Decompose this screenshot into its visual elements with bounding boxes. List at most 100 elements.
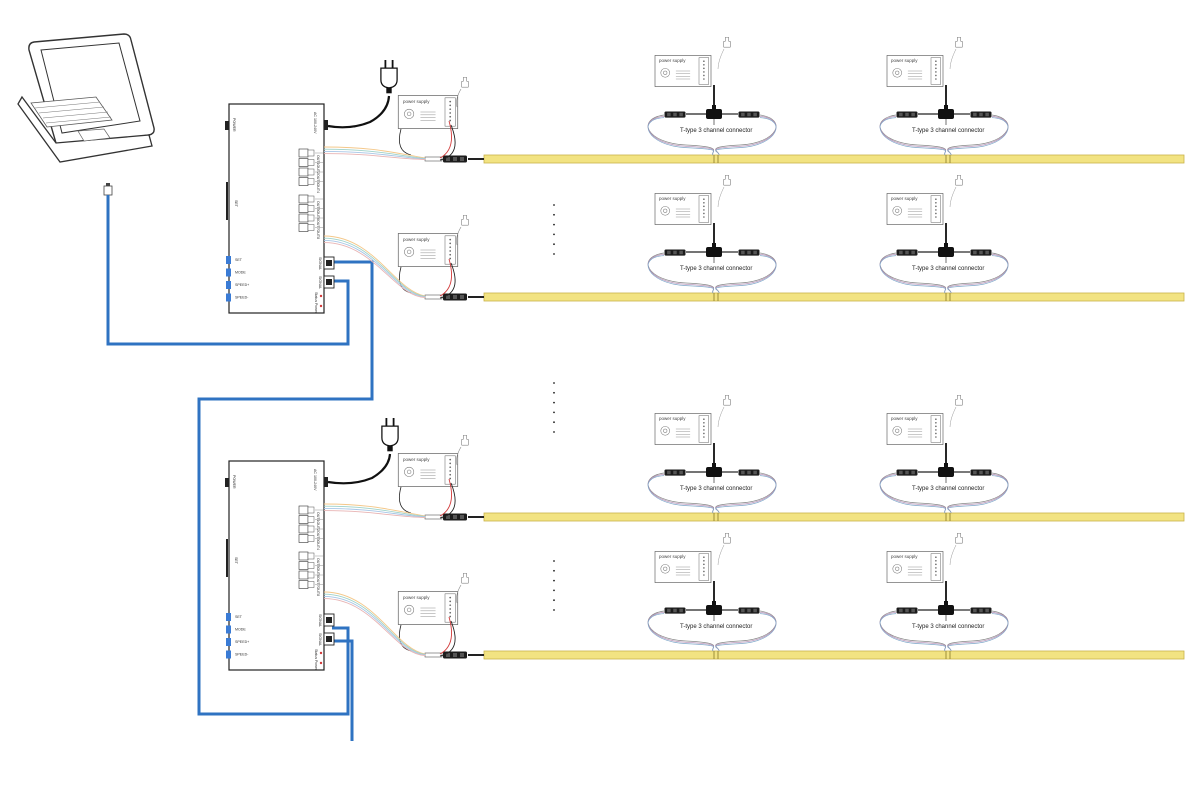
t-connector xyxy=(706,247,722,257)
controllers-layer: AC 100-240VPOWERSETOUT1OUT2OUT3OUT4OUT5O… xyxy=(225,60,400,671)
led-controller: AC 100-240VPOWERSETOUT1OUT2OUT3OUT4OUT5O… xyxy=(225,103,335,314)
t-connector xyxy=(938,605,954,615)
network-plug-icon xyxy=(103,183,113,196)
output-port[interactable] xyxy=(298,570,309,580)
output-port[interactable] xyxy=(298,204,309,213)
continuation-dots xyxy=(553,204,555,611)
output-port[interactable] xyxy=(298,505,309,515)
control-button-label: MODE xyxy=(235,271,246,275)
output-label: OUT7 xyxy=(316,577,320,587)
control-button[interactable] xyxy=(226,650,231,659)
output-port[interactable] xyxy=(298,148,309,158)
output-port[interactable] xyxy=(298,534,309,543)
status-led xyxy=(319,651,323,655)
power-supply: power supply xyxy=(397,573,469,625)
power-supply-label: power supply xyxy=(659,416,686,421)
output-port[interactable] xyxy=(298,580,309,589)
control-button[interactable] xyxy=(226,625,231,634)
power-led-label: Power xyxy=(314,303,318,314)
power-label: POWER xyxy=(232,475,236,489)
t-connector-label: T-type 3 channel connector xyxy=(680,486,752,492)
output-port[interactable] xyxy=(298,194,309,204)
power-supply-label: power supply xyxy=(891,58,918,63)
output-label: OUT1 xyxy=(316,512,320,522)
data-cables xyxy=(106,195,374,741)
t-connector-label: T-type 3 channel connector xyxy=(680,128,752,134)
power-supply-label: power supply xyxy=(659,554,686,559)
power-supply-label: power supply xyxy=(891,554,918,559)
output-label: OUT1 xyxy=(316,155,320,165)
led-strip xyxy=(483,154,1185,164)
ac-socket xyxy=(324,477,328,487)
control-button[interactable] xyxy=(226,268,231,277)
output-label: OUT6 xyxy=(316,568,320,578)
output-label: OUT8 xyxy=(316,587,320,597)
t-connector xyxy=(706,109,722,119)
power-switch[interactable] xyxy=(225,121,229,130)
t-connector xyxy=(938,467,954,477)
strip-connector xyxy=(443,155,467,163)
led-strip xyxy=(483,292,1185,302)
set-label: SET xyxy=(234,557,238,565)
output-port[interactable] xyxy=(298,561,309,570)
signal-port-label: SIGNAL xyxy=(318,257,322,270)
control-button[interactable] xyxy=(226,613,231,621)
t-connector-label: T-type 3 channel connector xyxy=(680,624,752,630)
t-connector xyxy=(938,109,954,119)
output-port[interactable] xyxy=(298,524,309,534)
output-label: OUT4 xyxy=(316,541,320,551)
output-port[interactable] xyxy=(298,213,309,223)
set-label: SET xyxy=(234,200,238,208)
power-supply: power supply xyxy=(397,77,469,129)
strip-connector xyxy=(443,293,467,301)
power-supply: power supply xyxy=(397,435,469,487)
led-strip xyxy=(483,512,1185,522)
output-port[interactable] xyxy=(298,167,309,177)
control-button[interactable] xyxy=(226,293,231,302)
t-connector xyxy=(706,605,722,615)
power-supply-label: power supply xyxy=(891,196,918,201)
power-led xyxy=(319,661,323,665)
output-port[interactable] xyxy=(298,158,309,167)
output-label: OUT5 xyxy=(316,558,320,568)
t-connector xyxy=(938,247,954,257)
ac-plug xyxy=(327,60,399,129)
control-button-label: SPEED+ xyxy=(235,283,249,287)
t-connector-label: T-type 3 channel connector xyxy=(912,624,984,630)
strip-connector xyxy=(443,513,467,521)
status-led-label: Status xyxy=(314,649,318,659)
status-led xyxy=(319,294,323,298)
power-switch[interactable] xyxy=(225,478,229,487)
control-button[interactable] xyxy=(226,281,231,289)
power-supply-label: power supply xyxy=(403,457,430,462)
status-led-label: Status xyxy=(314,292,318,302)
ac-input-label: AC 100-240V xyxy=(313,469,317,491)
ac-socket xyxy=(324,120,328,130)
power-led-label: Power xyxy=(314,660,318,671)
laptop xyxy=(17,33,155,163)
control-button[interactable] xyxy=(226,638,231,646)
t-connector-label: T-type 3 channel connector xyxy=(912,486,984,492)
t-connector-label: T-type 3 channel connector xyxy=(912,266,984,272)
output-port[interactable] xyxy=(298,515,309,524)
control-button[interactable] xyxy=(226,256,231,264)
control-button-label: SET xyxy=(235,615,243,619)
output-port[interactable] xyxy=(298,223,309,232)
strip-connector xyxy=(443,651,467,659)
signal-port-label: SIGNAL xyxy=(318,614,322,627)
power-supply-label: power supply xyxy=(403,595,430,600)
power-supply-label: power supply xyxy=(891,416,918,421)
t-connector-label: T-type 3 channel connector xyxy=(912,128,984,134)
output-port[interactable] xyxy=(298,551,309,561)
output-port[interactable] xyxy=(298,177,309,186)
output-label: OUT6 xyxy=(316,211,320,221)
